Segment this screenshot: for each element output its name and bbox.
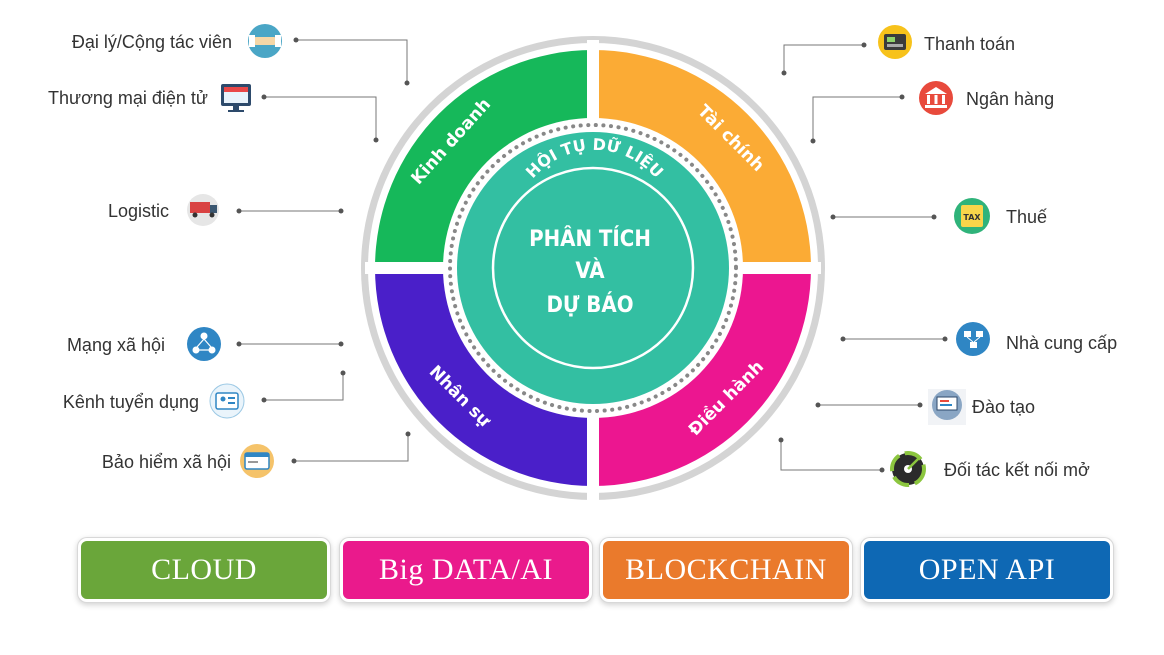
right-label-thanh-toan: Thanh toán <box>924 34 1015 54</box>
tax-icon: TAX <box>954 198 990 234</box>
training-board-icon <box>928 389 966 425</box>
segment-nhan-su <box>375 268 593 486</box>
center-line-2: VÀ <box>575 258 605 284</box>
left-label-thuong-mai: Thương mại điện tử <box>48 88 208 108</box>
cloud-button-label: CLOUD <box>151 553 257 586</box>
blockchain-button[interactable]: BLOCKCHAIN <box>603 541 849 599</box>
right-label-doi-tac: Đối tác kết nối mở <box>944 460 1090 480</box>
bank-icon <box>919 81 953 115</box>
segment-tai-chinh <box>593 50 811 268</box>
ecommerce-store-icon <box>221 84 251 112</box>
cloud-button[interactable]: CLOUD <box>81 541 327 599</box>
big-data-ai-button-label: Big DATA/AI <box>379 553 553 586</box>
right-label-dao-tao: Đào tạo <box>972 397 1035 417</box>
center-line-1: PHÂN TÍCH <box>529 226 651 252</box>
big-data-ai-button[interactable]: Big DATA/AI <box>343 541 589 599</box>
supplier-network-icon <box>956 322 990 356</box>
center-inner-line <box>491 166 695 370</box>
open-api-button[interactable]: OPEN API <box>864 541 1110 599</box>
connectors-right <box>778 42 948 473</box>
social-network-icon <box>187 327 221 361</box>
open-api-button-label: OPEN API <box>918 553 1056 586</box>
center-teal-ring <box>457 132 729 404</box>
blockchain-button-label: BLOCKCHAIN <box>625 553 827 586</box>
truck-icon <box>187 194 219 226</box>
left-label-dai-ly: Đại lý/Cộng tác viên <box>72 32 232 52</box>
connectors-left <box>236 37 411 464</box>
right-label-thue: Thuế <box>1006 207 1047 227</box>
segment-dieu-hanh <box>593 268 811 486</box>
dotted-ring <box>448 123 738 413</box>
open-partner-icon <box>890 451 926 487</box>
left-label-logistic: Logistic <box>108 201 169 221</box>
left-label-mang-xa-hoi: Mạng xã hội <box>67 335 165 355</box>
recruitment-icon <box>209 383 245 419</box>
center-line-3: DỰ BÁO <box>546 292 633 318</box>
segment-kinh-doanh <box>375 50 593 268</box>
cash-register-icon <box>878 25 912 59</box>
right-label-nha-cung-cap: Nhà cung cấp <box>1006 333 1117 353</box>
insurance-card-icon <box>240 444 274 478</box>
left-label-tuyen-dung: Kênh tuyển dụng <box>63 392 199 412</box>
svg-text:TAX: TAX <box>963 213 981 222</box>
handshake-icon <box>248 24 282 58</box>
right-label-ngan-hang: Ngân hàng <box>966 89 1054 109</box>
left-label-bao-hiem: Bảo hiểm xã hội <box>102 452 231 472</box>
